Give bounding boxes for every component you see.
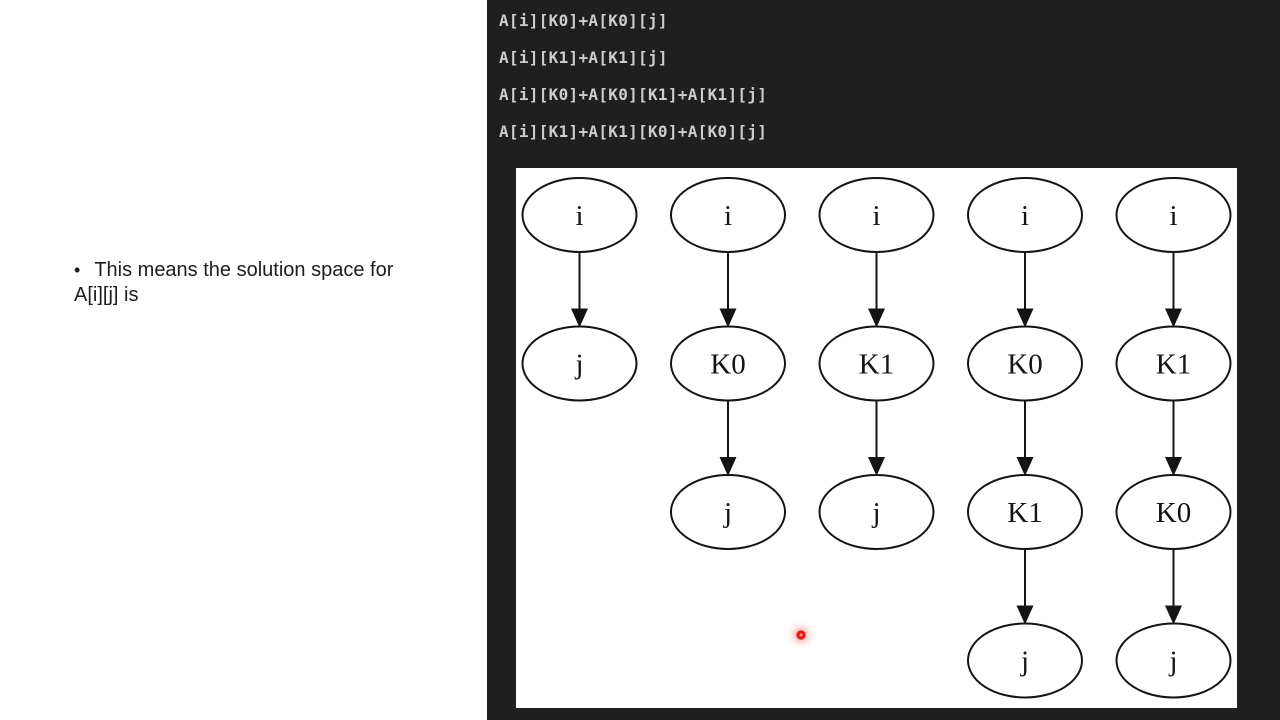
diagram-arrowhead [1165,457,1182,476]
bullet-text-line2: A[i][j] is [74,284,139,306]
diagram-arrowhead [1016,308,1034,328]
diagram-node-label: K1 [859,349,894,381]
diagram-node-label: j [574,349,583,381]
code-line-list: A[i][K0]+A[K0][j] A[i][K1]+A[K1][j] A[i][K… [499,2,767,150]
diagram-node [818,474,935,550]
diagram-node [818,325,935,402]
diagram-node-label: K0 [1007,349,1042,381]
diagram-node [521,177,638,253]
diagram-node [1115,622,1232,699]
code-panel: A[i][K0]+A[K0][j] A[i][K1]+A[K1][j] A[i][K… [487,0,1280,720]
bullet-text-line1: This means the solution space for [94,259,394,281]
diagram-arrowhead [571,308,588,328]
diagram-node [967,622,1083,699]
diagram-arrowhead [1165,308,1182,328]
diagram-node-label: j [1020,646,1029,678]
diagram-node-label: i [724,200,732,232]
diagram-node [1115,325,1232,402]
diagram-node-label: i [575,200,583,232]
bullet-text-block: • This means the solution space for A[i][… [74,258,474,308]
diagram-node-label: j [723,497,732,529]
diagram-node [521,325,638,402]
diagram-node [1115,474,1232,550]
diagram-arrowhead [868,457,885,476]
diagram-node-label: i [872,200,880,232]
bullet-line-1: • This means the solution space for [74,258,474,283]
diagram-node-label: i [1021,200,1029,232]
diagram-node [818,177,935,253]
code-line: A[i][K0]+A[K0][j] [499,11,668,30]
diagram-arrowhead [1165,605,1182,625]
diagram-node-label: i [1169,200,1177,232]
diagram-node-label: K1 [1156,349,1191,381]
diagram-node [670,474,786,550]
diagram-node [967,325,1083,402]
code-line: A[i][K1]+A[K1][j] [499,48,668,67]
diagram-arrowhead [719,457,737,476]
code-line: A[i][K0]+A[K0][K1]+A[K1][j] [499,85,768,104]
diagram-arrowhead [1016,457,1034,476]
diagram-arrowhead [1016,605,1034,625]
bullet-marker: • [74,260,81,280]
diagram-node-label: K0 [1156,497,1191,529]
diagram-node [670,325,786,402]
diagram-arrowhead [719,308,737,328]
code-line: A[i][K1]+A[K1][K0]+A[K0][j] [499,122,768,141]
diagram-node-label: K0 [710,349,745,381]
diagram-node-label: j [1168,646,1177,678]
diagram-node-label: K1 [1007,497,1042,529]
diagram-node [967,177,1083,253]
laser-pointer-dot [796,630,806,640]
diagram-arrowhead [868,308,885,328]
diagram-node-label: j [871,497,880,529]
diagram-node [967,474,1083,550]
diagram-node [1115,177,1232,253]
diagram-node [670,177,786,253]
